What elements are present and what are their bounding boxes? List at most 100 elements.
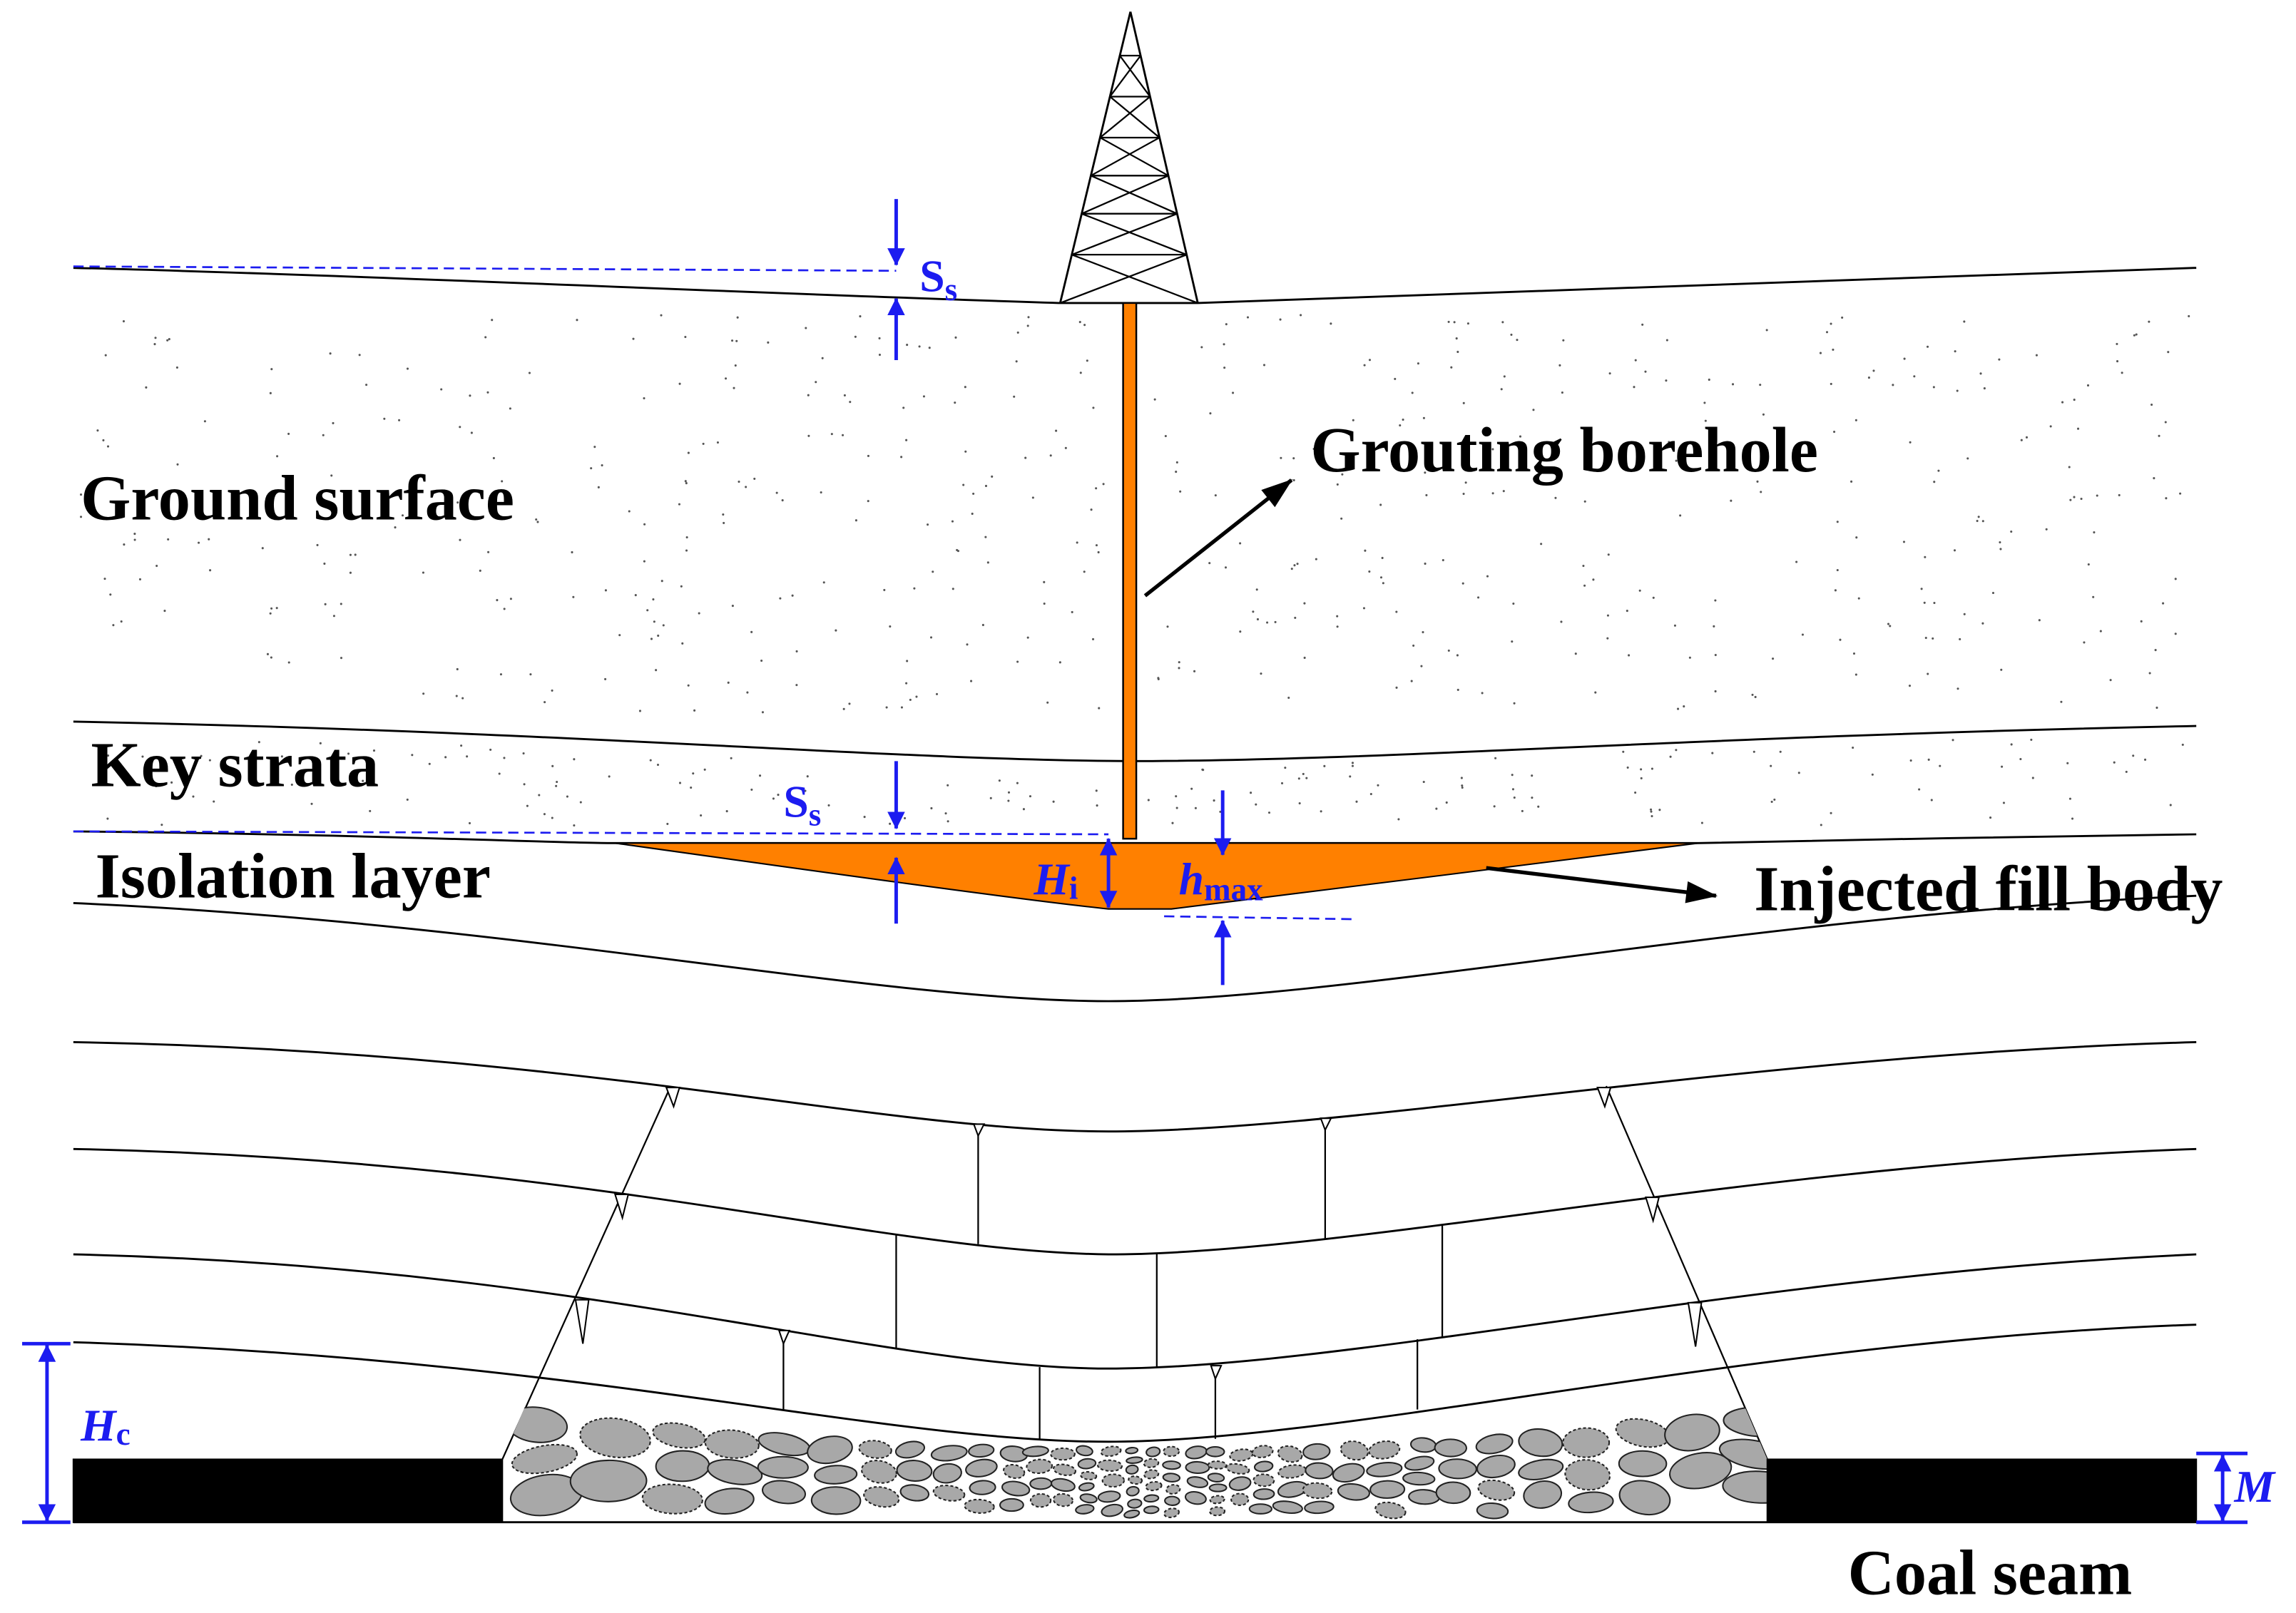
soil-dot xyxy=(775,491,778,494)
soil-dot xyxy=(112,624,115,627)
rubble-rock xyxy=(1143,1494,1160,1503)
isolation-thickness-dimension: Hi xyxy=(1033,837,1118,908)
soil-dot xyxy=(1999,541,2001,544)
rubble-rock xyxy=(1208,1460,1228,1470)
soil-dot xyxy=(1445,801,1448,804)
soil-dot xyxy=(459,426,461,429)
soil-dot xyxy=(1336,483,1339,486)
soil-dot xyxy=(1532,409,1535,411)
soil-dot xyxy=(1252,610,1255,613)
rubble-rock xyxy=(1053,1463,1076,1476)
soil-dot xyxy=(1193,670,1196,672)
soil-dot xyxy=(1619,463,1623,466)
soil-dot xyxy=(1998,358,2001,361)
soil-dot xyxy=(690,786,693,789)
soil-dot xyxy=(1714,654,1717,657)
soil-dot xyxy=(1232,391,1235,394)
soil-dot xyxy=(1368,359,1372,362)
soil-dot xyxy=(1638,589,1641,592)
soil-dot xyxy=(1377,784,1379,787)
soil-dot xyxy=(422,571,424,574)
soil-dot xyxy=(807,434,810,437)
soil-dot xyxy=(329,352,332,355)
soil-dot xyxy=(538,794,541,797)
soil-dot xyxy=(1091,637,1095,640)
soil-dot xyxy=(290,783,293,786)
soil-dot xyxy=(904,816,907,819)
soil-dot xyxy=(2158,434,2160,437)
soil-dot xyxy=(1364,549,1367,552)
soil-dot xyxy=(1830,382,1832,385)
rubble-rock xyxy=(1664,1413,1720,1452)
isolation-layer-label: Isolation layer xyxy=(96,840,491,911)
soil-dot xyxy=(1772,657,1775,660)
soil-dot xyxy=(1302,772,1305,775)
soil-dot xyxy=(643,396,646,400)
stratum-line-1 xyxy=(73,1041,2197,1133)
soil-dot xyxy=(1435,807,1438,810)
soil-dot xyxy=(270,607,273,610)
soil-dot xyxy=(687,684,690,687)
soil-dot xyxy=(848,702,851,705)
soil-dot xyxy=(1765,329,1768,332)
soil-dot xyxy=(1246,316,1250,319)
rubble-rock xyxy=(757,1455,809,1479)
soil-dot xyxy=(362,779,364,782)
original-surface-dashed-line xyxy=(73,265,897,272)
soil-dot xyxy=(1644,370,1647,373)
soil-dot xyxy=(1456,654,1459,657)
injected-fill-body-label: Injected fill body xyxy=(1754,854,2223,925)
soil-dot xyxy=(2068,466,2071,468)
soil-dot xyxy=(750,630,753,633)
soil-dot xyxy=(854,519,857,522)
soil-dot xyxy=(1046,701,1049,704)
soil-dot xyxy=(213,800,215,803)
soil-dot xyxy=(1049,454,1052,457)
soil-dot xyxy=(469,394,471,397)
soil-dot xyxy=(760,660,763,662)
soil-dot xyxy=(2073,399,2076,401)
soil-dot xyxy=(1267,811,1270,814)
soil-dot xyxy=(1524,453,1527,456)
symbol-base: H xyxy=(1033,854,1071,904)
soil-dot xyxy=(660,314,663,317)
soil-dot xyxy=(638,710,641,712)
soil-dot xyxy=(805,327,807,329)
soil-dot xyxy=(900,456,903,459)
soil-dot xyxy=(1887,623,1890,625)
soil-dot xyxy=(1351,764,1354,767)
rubble-rock xyxy=(1615,1418,1670,1448)
soil-dot xyxy=(1519,435,1522,438)
soil-dot xyxy=(1932,637,1934,640)
soil-dot xyxy=(1956,687,1959,690)
rubble-rock xyxy=(1185,1445,1208,1460)
soil-dot xyxy=(1560,620,1563,623)
rubble-rock xyxy=(894,1440,925,1459)
rubble-rock xyxy=(569,1459,648,1502)
soil-dot xyxy=(1055,429,1058,432)
soil-dot xyxy=(1574,652,1577,655)
soil-dot xyxy=(1410,680,1413,682)
soil-dot xyxy=(2118,493,2121,496)
soil-dot xyxy=(1867,377,1870,379)
rubble-rock xyxy=(1165,1484,1181,1495)
soil-dot xyxy=(906,660,909,662)
soil-dot xyxy=(722,513,725,516)
soil-dot xyxy=(576,319,578,322)
rubble-rock xyxy=(1145,1480,1163,1492)
soil-dot xyxy=(1461,784,1464,787)
soil-dot xyxy=(1424,471,1427,474)
soil-dot xyxy=(927,523,929,526)
rubble-rock xyxy=(762,1480,807,1505)
soil-dot xyxy=(2132,754,2135,757)
soil-dot xyxy=(406,798,409,801)
soil-dot xyxy=(1825,331,1829,334)
rubble-rock xyxy=(1248,1503,1272,1515)
rubble-rock xyxy=(965,1458,998,1478)
soil-dot xyxy=(1194,806,1197,809)
crack-wedge xyxy=(574,1299,590,1344)
soil-dot xyxy=(1422,630,1424,634)
soil-dot xyxy=(1424,562,1427,565)
soil-dot xyxy=(867,500,869,503)
soil-dot xyxy=(759,774,762,777)
